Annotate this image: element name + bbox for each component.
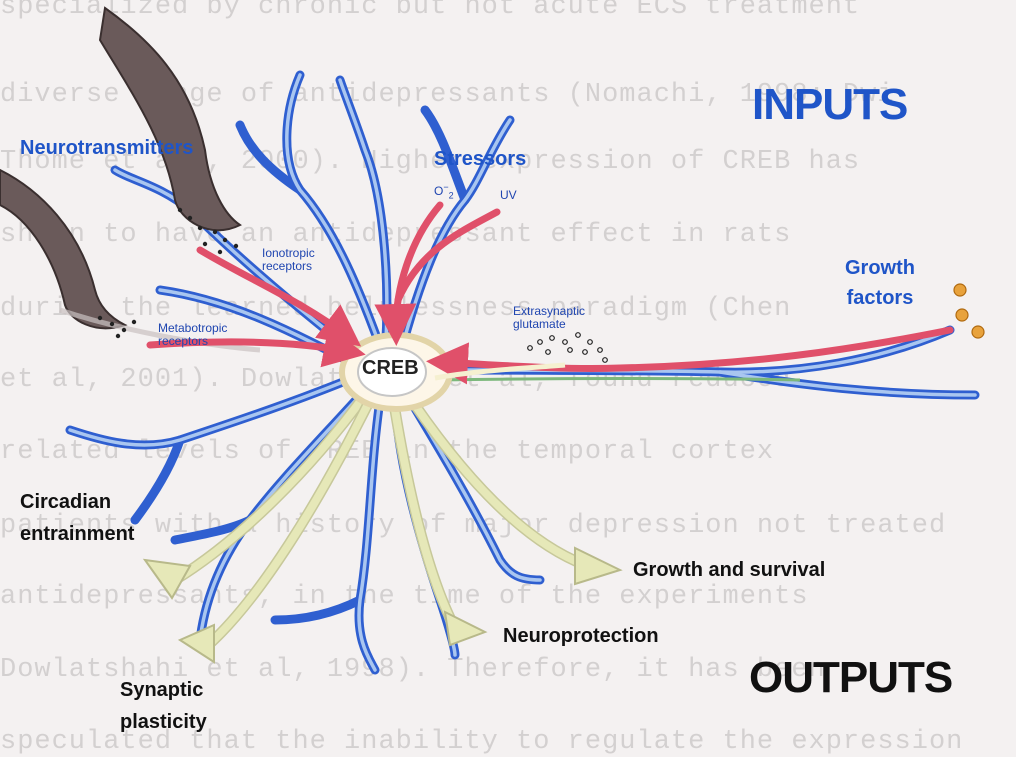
stressors-label: Stressors [434, 148, 526, 171]
neuroprotection-label: Neuroprotection [503, 625, 659, 648]
uv-label: UV [500, 188, 517, 202]
input-arrows [150, 205, 950, 368]
growth-factor-dots [954, 284, 984, 338]
o2-label: O−2 [434, 182, 454, 200]
glutamate-dots [528, 333, 608, 363]
outputs-heading: OUTPUTS [749, 653, 952, 703]
neurotransmitters-label: Neurotransmitters [20, 137, 193, 160]
creb-label: CREB [362, 357, 419, 380]
inputs-heading: INPUTS [752, 80, 907, 130]
axon-line [440, 379, 800, 381]
growth-survival-label: Growth and survival [633, 559, 825, 582]
